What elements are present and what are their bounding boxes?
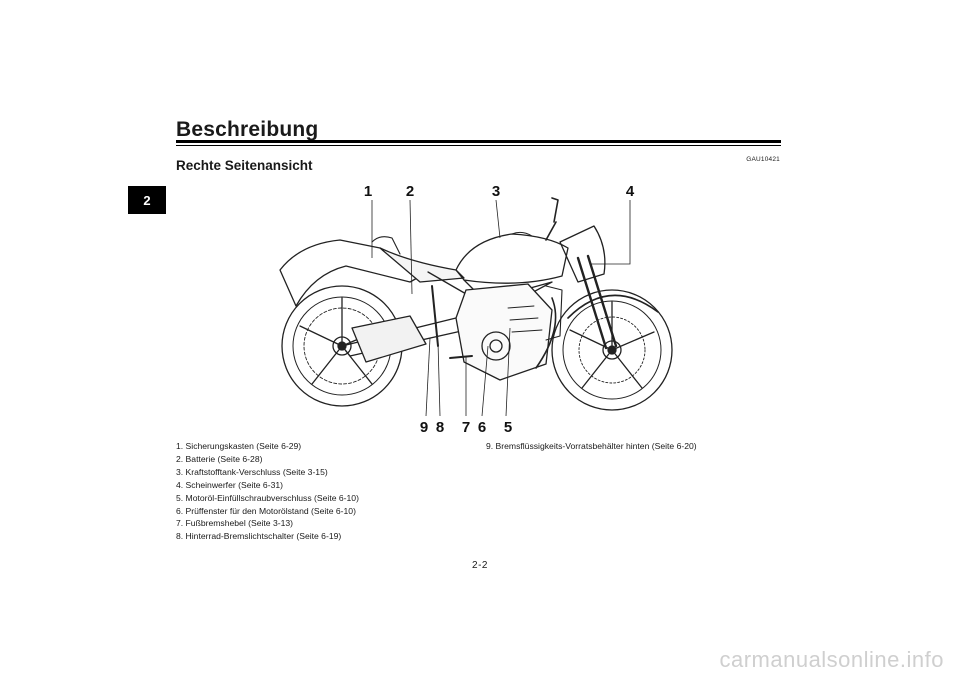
engine-cover: [481, 331, 511, 361]
legend-column-left: 1. Sicherungskasten (Seite 6-29) 2. Batt…: [176, 440, 486, 543]
callout-7: 7: [462, 419, 470, 436]
callout-2: 2: [406, 183, 414, 200]
page-number: 2-2: [472, 560, 488, 571]
header-rule-thin: [176, 145, 781, 146]
legend-item: 3. Kraftstofftank-Verschluss (Seite 3-15…: [176, 466, 328, 477]
engine: [455, 283, 553, 381]
section-title: Rechte Seitenansicht: [176, 158, 313, 173]
legend-item: 6. Prüffenster für den Motorölstand (Sei…: [176, 505, 356, 516]
header-pipe: [535, 297, 557, 369]
legend-item: 9. Bremsflüssigkeits-Vorratsbehälter hin…: [486, 441, 697, 451]
motorcycle-diagram: 1 2 3 4 9 8 7 6 5: [279, 183, 673, 436]
legend-column-right: 9. Bremsflüssigkeits-Vorratsbehälter hin…: [486, 440, 796, 453]
legend-item: 5. Motoröl-Einfüllschraubverschluss (Sei…: [176, 492, 359, 503]
foot-brake-lever: [449, 355, 473, 359]
legend-item: 8. Hinterrad-Bremslichtschalter (Seite 6…: [176, 531, 342, 542]
callout-4: 4: [626, 183, 635, 200]
callout-3: 3: [492, 183, 500, 200]
rider-seat: [379, 247, 465, 283]
tail-section: [279, 239, 429, 307]
rear-shock: [431, 285, 439, 347]
legend-item: 1. Sicherungskasten (Seite 6-29): [176, 441, 302, 451]
radiator: [545, 285, 563, 341]
exhaust-muffler: [351, 315, 427, 363]
callout-1: 1: [364, 183, 372, 200]
chapter-title: Beschreibung: [176, 118, 319, 141]
watermark: carmanualsonline.info: [719, 647, 944, 672]
callout-9: 9: [420, 419, 428, 436]
header-rule-thick: [176, 140, 781, 143]
pillion-grab: [371, 236, 401, 255]
legend-item: 4. Scheinwerfer (Seite 6-31): [176, 479, 283, 490]
fuel-tank: [455, 233, 569, 284]
front-wheel-tire: [551, 289, 673, 411]
callout-8: 8: [436, 419, 444, 436]
legend-item: 2. Batterie (Seite 6-28): [176, 453, 263, 464]
handlebar-mirror: [545, 197, 559, 241]
document-code: GAU10421: [746, 156, 780, 163]
front-fork: [576, 254, 618, 350]
chapter-tab: 2: [128, 186, 166, 214]
front-brake-disc: [578, 316, 646, 384]
callout-5: 5: [504, 419, 512, 436]
callout-6: 6: [478, 419, 486, 436]
legend-item: 7. Fußbremshebel (Seite 3-13): [176, 518, 294, 529]
headlight-cowl: [559, 225, 606, 283]
